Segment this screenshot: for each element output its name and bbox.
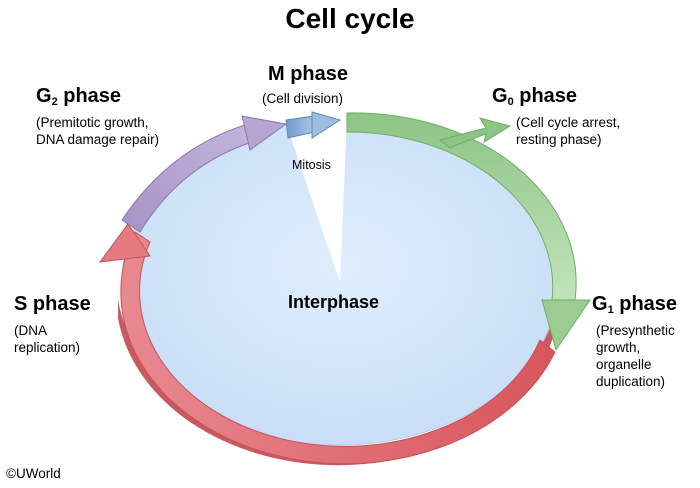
s-phase-arrowhead (98, 223, 151, 263)
s-phase-description-line1: (DNA (14, 323, 47, 338)
m-phase-description: (Cell division) (262, 91, 344, 106)
mitosis-wedge (284, 118, 347, 282)
g1-phase-description-line3: organelle (596, 357, 652, 372)
m-phase-arrowhead (311, 111, 342, 139)
g1-phase-description-line4: duplication) (596, 374, 666, 389)
g0-phase-description-line1: (Cell cycle arrest, (516, 115, 621, 130)
mitosis-label: Mitosis (292, 158, 331, 172)
g2-phase-title: G2 phase (36, 85, 122, 108)
g2-phase-description-line1: (Premitotic growth, (36, 115, 149, 130)
m-phase-title: M phase (268, 63, 349, 85)
g0-phase-title: G0 phase (492, 85, 578, 108)
g0-branch-arrow (438, 117, 512, 149)
diagram-title: Cell cycle (285, 3, 415, 34)
s-phase-title: S phase (14, 293, 91, 315)
g1-phase-description-line2: growth, (596, 340, 641, 355)
g2-phase-arrowhead (241, 115, 288, 151)
g1-phase-description-line1: (Presynthetic (596, 323, 675, 338)
g0-phase-description-line2: resting phase) (516, 132, 602, 147)
interphase-label: Interphase (288, 292, 380, 312)
g2-phase-description-line2: DNA damage repair) (36, 132, 160, 147)
g1-phase-title: G1 phase (592, 293, 678, 316)
g1-phase-arrowhead (541, 299, 591, 352)
s-phase-description-line2: replication) (14, 340, 81, 355)
s-phase-arrow (120, 231, 556, 465)
copyright-credit: ©UWorld (6, 466, 61, 481)
